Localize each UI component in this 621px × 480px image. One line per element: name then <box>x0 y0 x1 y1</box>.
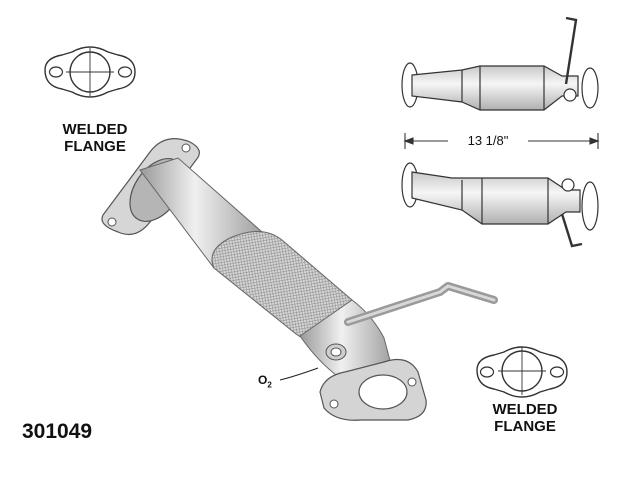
welded-flange-label-bottom: WELDED FLANGE <box>470 401 580 436</box>
dimension-label: 13 1/8" <box>448 133 528 148</box>
o2-sensor-label-main: O <box>258 373 268 387</box>
welded-flange-bottom-diagram <box>476 346 568 398</box>
flange-label-line2: FLANGE <box>64 137 126 155</box>
part-number: 301049 <box>22 420 93 443</box>
flange-label-line1: WELDED <box>62 121 128 138</box>
side-view-top-diagram <box>401 16 599 111</box>
converter-pipe-illustration <box>101 138 498 421</box>
side-view-bottom-diagram <box>401 162 599 248</box>
flange-label-line1: WELDED <box>492 401 558 418</box>
o2-sensor-label: O2 <box>258 373 272 389</box>
o2-sensor-label-sub: 2 <box>267 380 272 390</box>
welded-flange-top-diagram <box>44 46 136 98</box>
flange-label-line2: FLANGE <box>494 417 556 435</box>
welded-flange-label-top: WELDED FLANGE <box>40 121 150 156</box>
